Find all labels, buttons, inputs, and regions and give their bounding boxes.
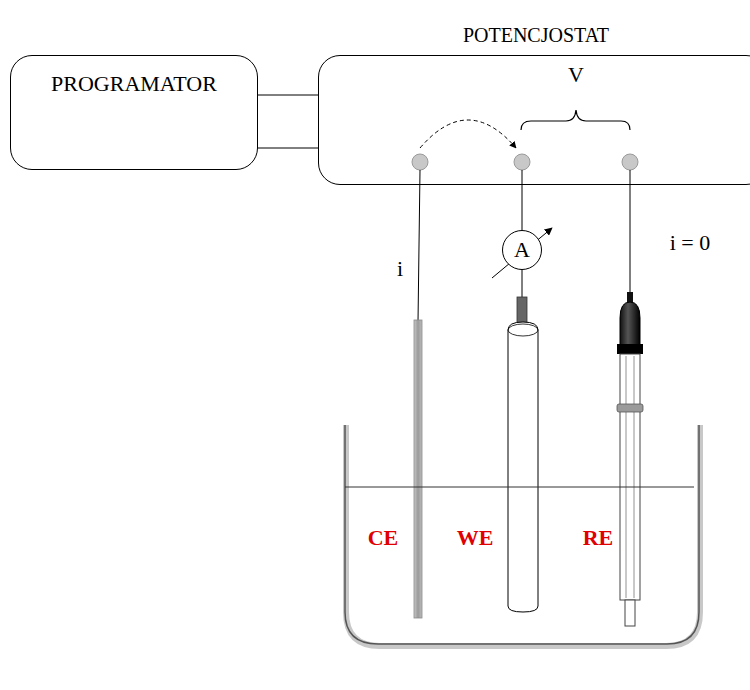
box-label: PROGRAMATOR — [51, 72, 217, 96]
counter-electrode — [414, 320, 422, 618]
terminal — [412, 154, 638, 170]
re-inner-tube — [634, 356, 635, 598]
electrode-label: CE — [368, 527, 399, 549]
re-ring — [617, 404, 643, 412]
working-electrode-contact — [517, 297, 527, 323]
re-body — [620, 354, 640, 600]
voltage-label: V — [568, 64, 584, 86]
re-wire — [630, 170, 631, 296]
ammeter-arrow — [492, 228, 552, 278]
re-cap-rim — [617, 344, 643, 354]
reference-electrode — [617, 292, 643, 626]
working-electrode-top — [508, 324, 538, 336]
box-heading: POTENCJOSTAT — [319, 24, 750, 46]
box-label: A — [514, 238, 530, 262]
connector-line — [258, 148, 318, 149]
current-label: i — [397, 258, 403, 280]
ce-wire — [418, 170, 420, 322]
ammeter-circle: A — [502, 230, 542, 270]
beaker-shadow — [346, 425, 700, 646]
re-inner-tube — [626, 356, 627, 598]
voltage-bracket — [521, 110, 630, 130]
beaker — [345, 425, 699, 644]
programmer-box: PROGRAMATOR — [10, 55, 258, 170]
electrode-label: RE — [583, 527, 614, 549]
electrolyte-level — [345, 487, 694, 488]
potentiostat-box: POTENCJOSTAT — [318, 55, 750, 185]
working-electrode — [508, 322, 538, 612]
connector-line — [258, 95, 318, 96]
zero-current-label: i = 0 — [670, 232, 711, 254]
we-terminal — [514, 154, 530, 170]
control-arc — [420, 120, 516, 148]
ce-terminal — [412, 154, 428, 170]
re-tip — [625, 600, 635, 626]
re-terminal — [622, 154, 638, 170]
electrode-label: WE — [457, 527, 494, 549]
